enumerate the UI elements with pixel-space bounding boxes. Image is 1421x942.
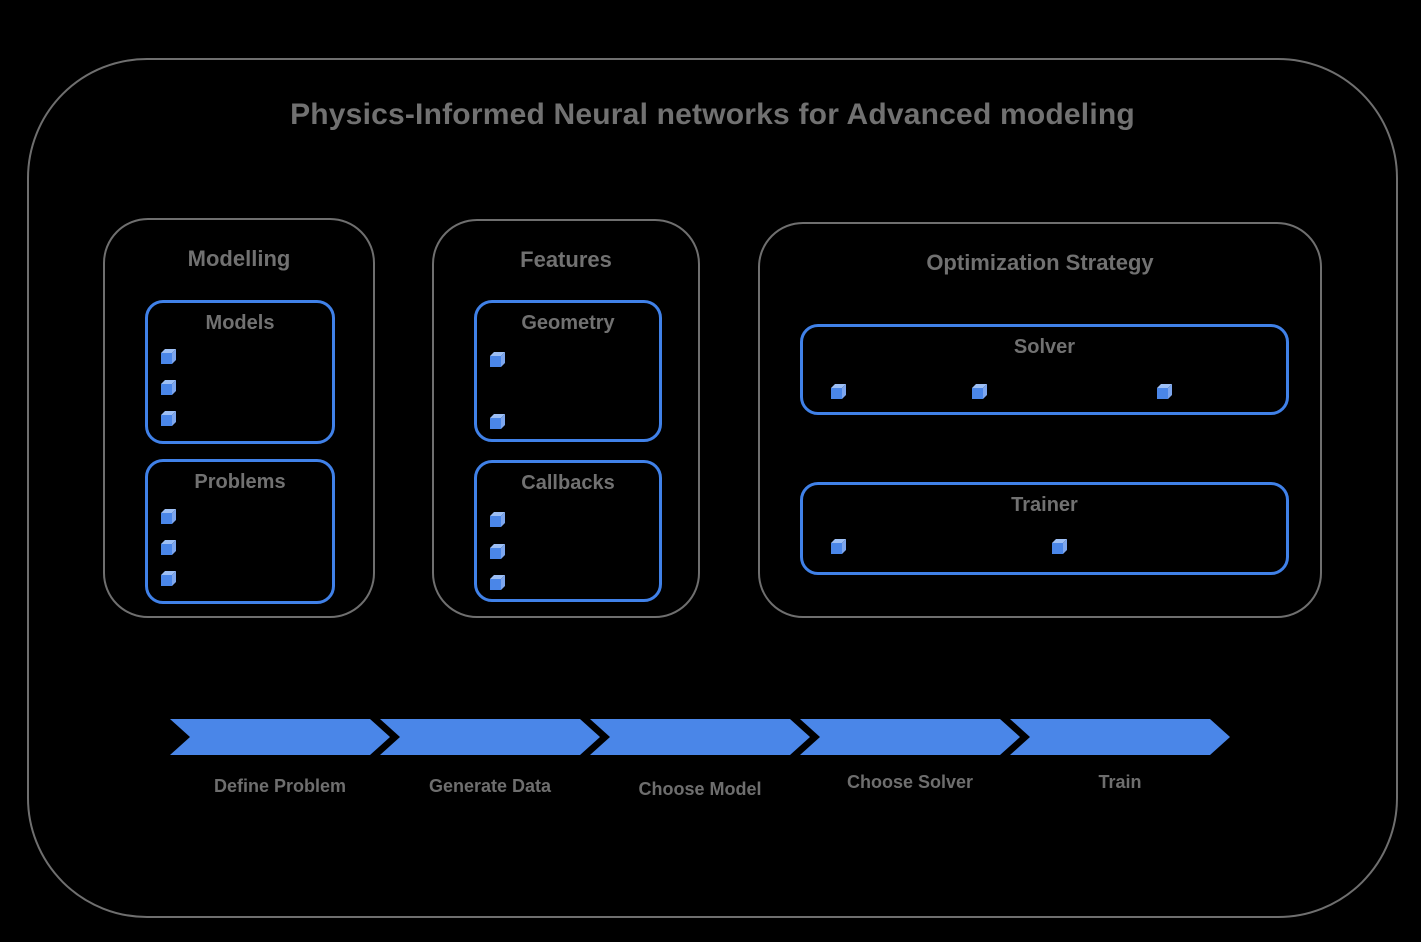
cube-icon bbox=[490, 575, 505, 590]
box-trainer-title: Trainer bbox=[1011, 494, 1078, 516]
cube-icon bbox=[972, 384, 987, 399]
box-geometry-title: Geometry bbox=[521, 312, 615, 334]
cube-icon bbox=[161, 540, 176, 555]
flow-step-choose-model: Choose Model bbox=[638, 779, 762, 799]
box-problems-title: Problems bbox=[194, 471, 286, 493]
cube-icon bbox=[161, 571, 176, 586]
chevron-arrow bbox=[590, 719, 810, 755]
box-callbacks-title: Callbacks bbox=[521, 472, 615, 494]
box-geometry: Geometry bbox=[474, 300, 662, 442]
cube-icon bbox=[831, 539, 846, 554]
outer-container bbox=[27, 58, 1398, 918]
box-problems: Problems bbox=[145, 459, 335, 604]
chevron-arrow bbox=[380, 719, 600, 755]
chevron-arrow bbox=[1010, 719, 1230, 755]
diagram-title: Physics-Informed Neural networks for Adv… bbox=[290, 98, 1135, 131]
group-optimization-strategy: Optimization Strategy Solver Trainer bbox=[758, 222, 1322, 618]
cube-icon bbox=[831, 384, 846, 399]
flow-step-choose-solver: Choose Solver bbox=[846, 772, 974, 792]
box-solver: Solver bbox=[800, 324, 1289, 415]
group-modelling: Modelling Models Problems bbox=[103, 218, 375, 618]
cube-icon bbox=[490, 352, 505, 367]
box-solver-title: Solver bbox=[1013, 336, 1076, 358]
box-models-title: Models bbox=[205, 312, 275, 334]
cube-icon bbox=[490, 512, 505, 527]
chevron-arrow bbox=[800, 719, 1020, 755]
cube-icon bbox=[161, 380, 176, 395]
box-trainer: Trainer bbox=[800, 482, 1289, 575]
cube-icon bbox=[490, 544, 505, 559]
cube-icon bbox=[1157, 384, 1172, 399]
group-features-label: Features bbox=[520, 247, 612, 272]
group-modelling-label: Modelling bbox=[187, 246, 291, 271]
cube-icon bbox=[1052, 539, 1067, 554]
flow-step-define-problem: Define Problem bbox=[213, 776, 347, 796]
group-features: Features Geometry Callbacks bbox=[432, 219, 700, 618]
group-optimization-label: Optimization Strategy bbox=[926, 250, 1154, 275]
box-callbacks: Callbacks bbox=[474, 460, 662, 602]
box-models: Models bbox=[145, 300, 335, 444]
flow-arrows bbox=[170, 719, 1230, 755]
flow-step-generate-data: Generate Data bbox=[428, 776, 552, 796]
cube-icon bbox=[490, 414, 505, 429]
flow-step-train: Train bbox=[1098, 772, 1142, 792]
chevron-arrow bbox=[170, 719, 390, 755]
cube-icon bbox=[161, 411, 176, 426]
cube-icon bbox=[161, 509, 176, 524]
cube-icon bbox=[161, 349, 176, 364]
